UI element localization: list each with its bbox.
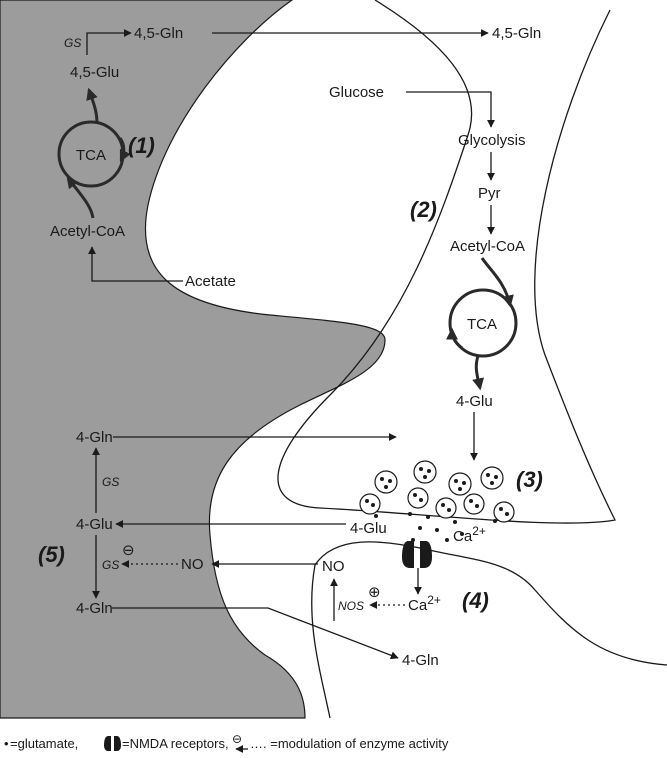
- tca-astro-inner-arrow: [118, 137, 131, 163]
- step-4-label: (4): [462, 588, 489, 613]
- vesicle: [407, 487, 429, 509]
- gs-minus-icon: ⊖: [122, 542, 135, 559]
- neuron-gln-label: 4,5-Gln: [492, 25, 541, 42]
- gln-to-postsynaptic-arrow: [112, 607, 399, 660]
- pyr-label: Pyr: [478, 185, 501, 202]
- legend-nmda-label: =NMDA receptors,: [122, 736, 229, 751]
- synaptic-ca-bottom-label: Ca2+: [408, 593, 441, 614]
- step-3-label: (3): [516, 467, 543, 492]
- glycolysis-label: Glycolysis: [458, 132, 526, 149]
- astro-glu-label: 4,5-Glu: [70, 64, 119, 81]
- synaptic-vesicles: [359, 460, 515, 523]
- legend-nmda-icon: [104, 736, 121, 751]
- legend: • =glutamate, =NMDA receptors, ⊖ …. =mod…: [4, 732, 449, 753]
- tca-cycle-neuron: [448, 288, 518, 358]
- legend-modulation-label: …. =modulation of enzyme activity: [250, 736, 449, 751]
- neuron-acetyl-coa-label: Acetyl-CoA: [450, 238, 525, 255]
- gs-label-top: GS: [64, 36, 81, 50]
- astrocyte-cell: [0, 0, 386, 719]
- tca-neuron-inner-arrow: [446, 327, 463, 350]
- tca-astro-out-arrow: [86, 87, 99, 125]
- legend-glutamate-label: =glutamate,: [10, 736, 78, 751]
- vesicle: [374, 470, 398, 494]
- postsynaptic-gln-label: 4-Gln: [402, 652, 439, 669]
- astro-gln-low-label: 4-Gln: [76, 600, 113, 617]
- step-1-label: (1): [128, 133, 155, 158]
- tca-astro-in-arrow: [66, 176, 95, 219]
- vesicle: [493, 501, 515, 523]
- astro-glu-mid-label: 4-Glu: [76, 516, 113, 533]
- vesicle: [435, 497, 457, 519]
- vesicle: [463, 493, 485, 515]
- postsynaptic-neuron-outline: [311, 541, 667, 719]
- vesicle: [448, 472, 472, 496]
- tca-neuron-in-arrow: [480, 257, 514, 308]
- vesicle: [413, 460, 437, 484]
- vesicle: [359, 493, 381, 515]
- tca-neuron-out-arrow: [472, 355, 484, 391]
- gs-mid-label: GS: [102, 475, 119, 489]
- step-2-label: (2): [410, 197, 437, 222]
- synaptic-ca-top-label: Ca2+: [453, 524, 486, 545]
- acetate-label: Acetate: [185, 273, 236, 290]
- astro-gln-label: 4,5-Gln: [134, 25, 183, 42]
- acetate-arrow: [88, 246, 183, 282]
- gs-low-label: GS: [102, 558, 119, 572]
- synaptic-no-label: NO: [322, 558, 345, 575]
- neuron-glu-label: 4-Glu: [456, 393, 493, 410]
- astro-acetyl-coa-label: Acetyl-CoA: [50, 223, 125, 240]
- tca-neuron-label: TCA: [467, 316, 497, 333]
- glucose-label: Glucose: [329, 84, 384, 101]
- astro-no-label: NO: [181, 556, 204, 573]
- nos-label: NOS: [338, 599, 364, 613]
- astro-gln-mid-label: 4-Gln: [76, 429, 113, 446]
- tca-astro-label: TCA: [76, 147, 106, 164]
- glucose-arrow: [406, 91, 495, 128]
- gs-top-arrow: [86, 29, 132, 55]
- legend-minus-icon: ⊖: [232, 732, 242, 746]
- vesicle: [480, 466, 504, 490]
- nmda-receptor: [402, 541, 432, 568]
- nos-plus-icon: ⊕: [368, 584, 381, 601]
- legend-glutamate-dot-icon: •: [4, 736, 9, 751]
- synaptic-glu-label: 4-Glu: [350, 520, 387, 537]
- step-5-label: (5): [38, 542, 65, 567]
- presynaptic-neuron-outline: [277, 0, 616, 524]
